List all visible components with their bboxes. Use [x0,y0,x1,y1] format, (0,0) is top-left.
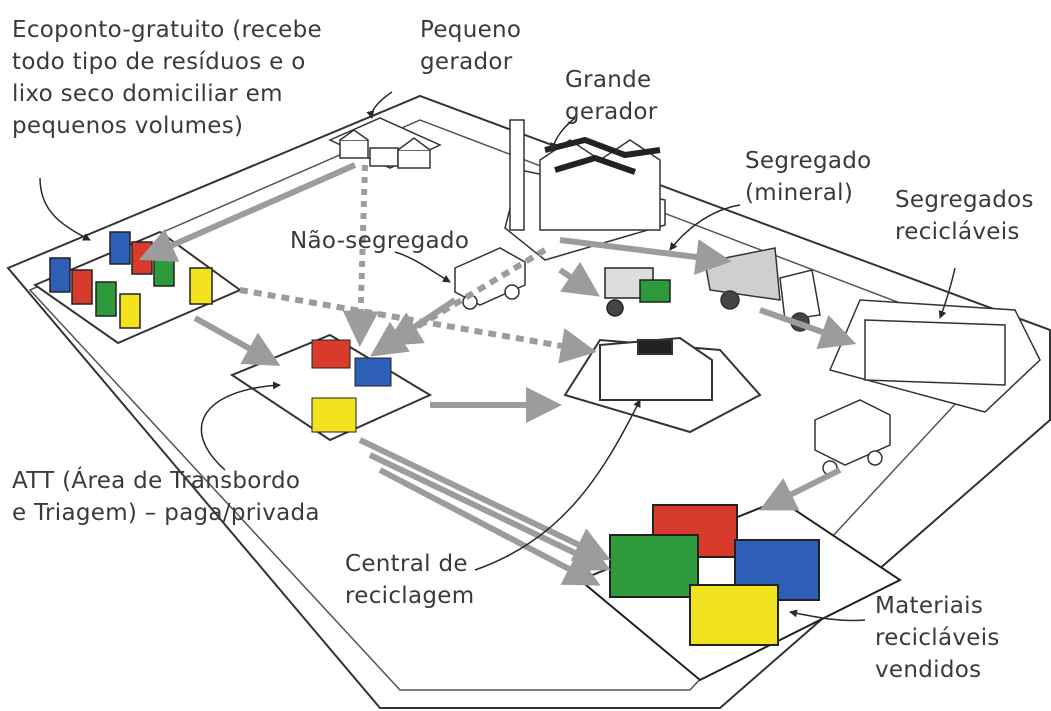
label-segregados-reciclaveis: Segregados recicláveis [895,187,1034,245]
label-segregado-mineral: Segregado (mineral) [745,148,872,206]
cart-nao-segregado [454,247,526,310]
label-central-reciclagem: Central de reciclagem [345,551,475,609]
label-materiais: Materiais recicláveis vendidos [875,593,1000,683]
factory [504,119,666,261]
loader-mineral [604,267,671,317]
leader-lines [39,91,956,622]
label-att: ATT (Área de Transbordo e Triagem) – pag… [12,468,320,526]
materials-boxes [578,498,902,682]
label-ecoponto: Ecoponto-gratuito (recebe todo tipo de r… [12,17,322,139]
label-pequeno-gerador: Pequeno gerador [420,17,522,75]
flow-arrows [139,162,857,586]
small-generator-houses [328,117,442,169]
recyclables-building [828,299,1041,413]
recycling-center [563,336,762,434]
label-nao-segregado: Não-segregado [290,228,470,254]
cart-right [814,399,891,476]
label-grande-gerador: Grande gerador [565,67,658,125]
